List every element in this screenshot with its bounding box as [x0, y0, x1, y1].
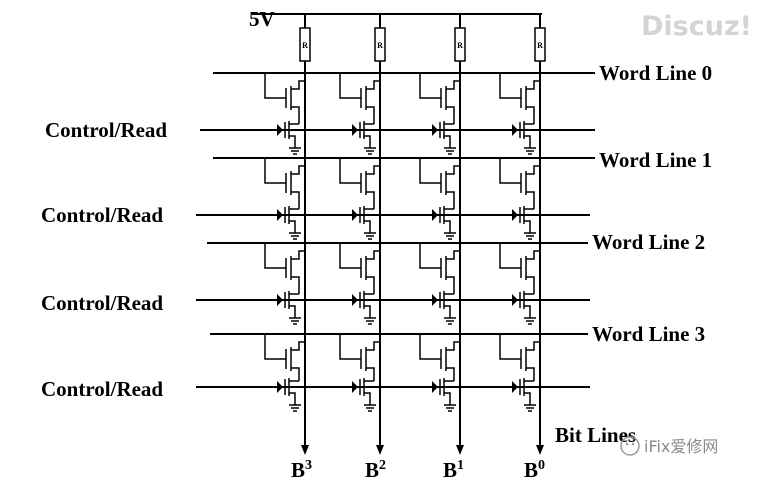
word-lines [207, 72, 595, 335]
resistor-label: R [377, 41, 383, 50]
resistor-label: R [302, 41, 308, 50]
control-read-2-label: Control/Read [41, 291, 163, 315]
memory-cell [419, 158, 460, 240]
watermark-discuz: Discuz! [641, 11, 752, 42]
bit-lines-label: Bit Lines [555, 423, 636, 447]
svg-text:iFix爱修网: iFix爱修网 [644, 437, 718, 456]
bit-line-arrow [456, 445, 464, 455]
svg-text:B2: B2 [365, 458, 386, 481]
word-line-2-label: Word Line 2 [592, 230, 705, 254]
svg-text:B1: B1 [443, 458, 464, 481]
bit-line-arrow [301, 445, 309, 455]
word-line-1-label: Word Line 1 [599, 148, 712, 172]
memory-cell [419, 73, 460, 155]
memory-cell [499, 334, 540, 412]
memory-cell [264, 158, 305, 240]
control-read-1-label: Control/Read [41, 203, 163, 227]
bit-lines [301, 61, 544, 455]
memory-cells [264, 73, 540, 412]
svg-text:B3: B3 [291, 458, 312, 481]
control-lines [196, 129, 595, 388]
memory-cell [264, 334, 305, 412]
memory-cell [419, 243, 460, 325]
control-read-3-label: Control/Read [41, 377, 163, 401]
resistor-label: R [457, 41, 463, 50]
ifix-watermark: iFix爱修网 [620, 436, 718, 456]
memory-cell [499, 243, 540, 325]
memory-cell [339, 243, 380, 325]
bit-line-arrow [536, 445, 544, 455]
bit-line-3-label: B3 [291, 458, 312, 481]
memory-cell [264, 243, 305, 325]
bit-line-arrow [376, 445, 384, 455]
memory-cell [499, 73, 540, 155]
memory-cell [339, 73, 380, 155]
word-line-3-label: Word Line 3 [592, 322, 705, 346]
memory-cell [264, 73, 305, 155]
svg-text:B0: B0 [524, 458, 545, 481]
bit-line-1-label: B1 [443, 458, 464, 481]
memory-cell [499, 158, 540, 240]
memory-cell [339, 158, 380, 240]
memory-cell [339, 334, 380, 412]
wechat-icon [620, 436, 640, 456]
control-read-0-label: Control/Read [45, 118, 167, 142]
bit-line-2-label: B2 [365, 458, 386, 481]
bit-line-0-label: B0 [524, 458, 545, 481]
memory-cell [419, 334, 460, 412]
supply-label: 5V [249, 7, 275, 31]
resistor-label: R [537, 41, 543, 50]
word-line-0-label: Word Line 0 [599, 61, 712, 85]
